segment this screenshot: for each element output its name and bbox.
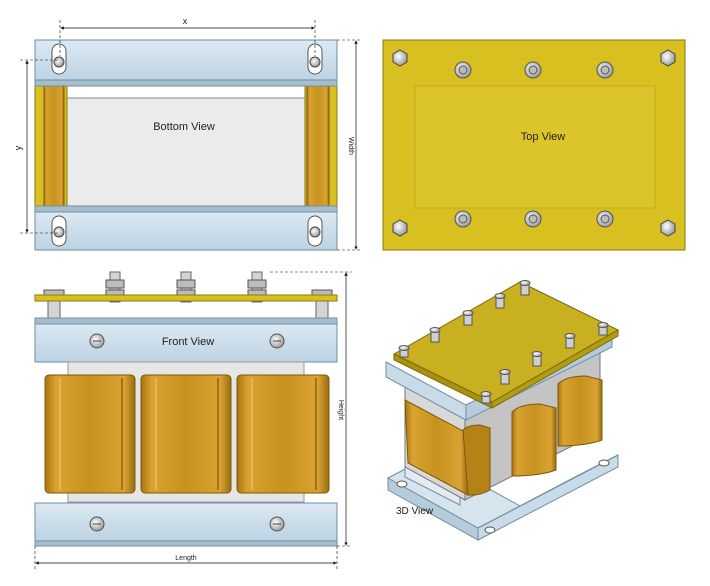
- bottom-view-bottom-flange: [34, 205, 338, 213]
- three-d-view-label: 3D View: [396, 506, 434, 517]
- top-view-label: Top View: [521, 131, 565, 143]
- bottom-view-top-flange: [34, 79, 338, 87]
- front-bottom-bracket: [34, 502, 338, 542]
- mounting-slots: [51, 43, 323, 247]
- front-top-bracket: [34, 323, 338, 363]
- front-top-flange: [34, 317, 338, 325]
- top-view: Top View: [382, 39, 686, 251]
- bottom-view-core: [34, 97, 338, 211]
- front-coils: [44, 374, 330, 494]
- bottom-view-top-bracket: [34, 39, 338, 84]
- dimension-width: Width: [337, 39, 362, 251]
- dimension-x: x: [59, 16, 316, 56]
- bottom-view-label: Bottom View: [153, 121, 215, 133]
- front-view-label: Front View: [162, 336, 214, 348]
- terminal-studs: [454, 61, 614, 228]
- front-terminal-board: [34, 294, 338, 302]
- dimension-y: y: [13, 59, 58, 234]
- dimension-height: Height: [270, 271, 352, 547]
- front-bottom-flange: [34, 540, 338, 547]
- bottom-view-bottom-bracket: [34, 211, 338, 251]
- dimension-length: Length: [34, 546, 338, 570]
- 3d-studs: [398, 280, 609, 404]
- bottom-view: Bottom View x y Width: [13, 16, 362, 251]
- svg-text:Length: Length: [175, 555, 197, 562]
- right-coil-body: [306, 85, 330, 207]
- corner-nuts: [392, 49, 676, 237]
- svg-text:x: x: [183, 16, 188, 26]
- three-d-view: 3D View: [385, 280, 620, 541]
- 3d-coils: [404, 375, 603, 496]
- svg-text:y: y: [13, 145, 23, 150]
- left-coil-body: [43, 85, 65, 207]
- top-view-inner-panel: [414, 85, 656, 209]
- svg-text:Width: Width: [347, 137, 354, 155]
- svg-text:Height: Height: [337, 400, 344, 420]
- front-view: Front View Height: [34, 271, 352, 570]
